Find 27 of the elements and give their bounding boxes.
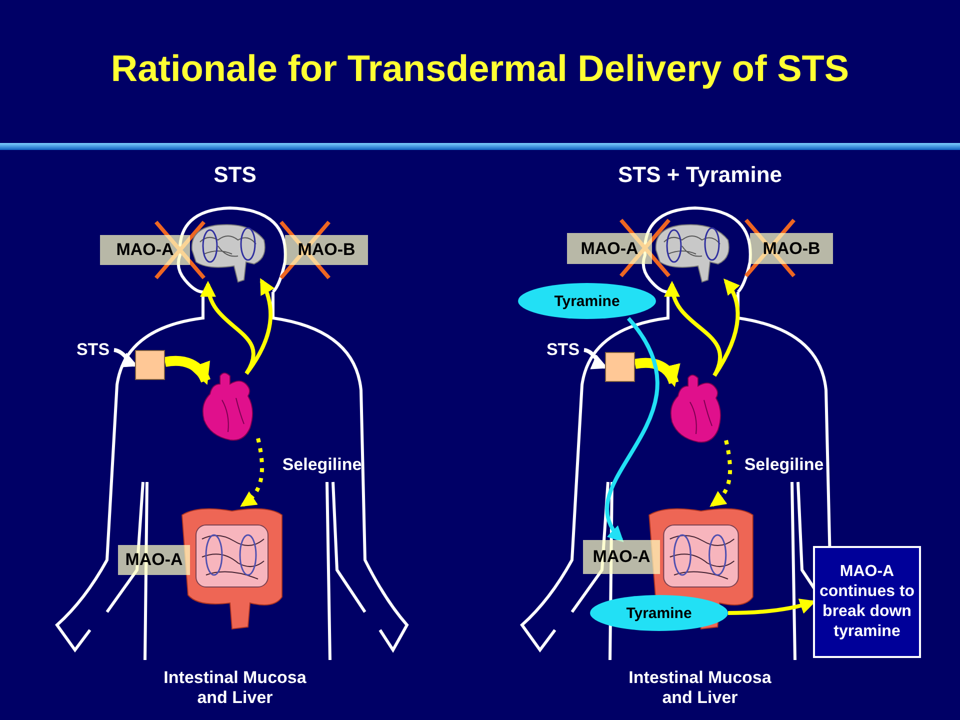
arrow [712, 278, 740, 377]
enzyme-label: MAO-A [567, 233, 652, 264]
drug-name: Selegiline [743, 455, 825, 475]
enzyme-label: MAO-A [100, 235, 190, 265]
arrow [202, 280, 256, 375]
tyramine-bubble: Tyramine [518, 283, 656, 319]
patch-square [135, 350, 165, 380]
enzyme-label: MAO-B [750, 233, 833, 264]
patch-square [605, 352, 635, 382]
slide-title: Rationale for Transdermal Delivery of STS [110, 48, 850, 90]
panel-heading: STS [212, 162, 258, 187]
arrow [634, 358, 680, 387]
tyramine-bubble: Tyramine [590, 595, 728, 631]
drug-name: Selegiline [281, 455, 363, 475]
drug-label: STS [542, 340, 584, 360]
enzyme-label: MAO-A [583, 540, 660, 574]
panel-heading: STS + Tyramine [616, 162, 784, 187]
organ-caption: Intestinal Mucosa and Liver [162, 668, 308, 708]
note-box: MAO-A continues to break down tyramine [813, 546, 921, 658]
arrow [244, 278, 274, 375]
dotted-arrow [710, 440, 732, 507]
enzyme-label: MAO-A [118, 545, 190, 575]
arrow [164, 356, 210, 385]
organ-caption: Intestinal Mucosa and Liver [628, 668, 772, 708]
enzyme-label: MAO-B [285, 235, 368, 265]
dotted-arrow [240, 438, 264, 507]
drug-label: STS [72, 340, 114, 360]
